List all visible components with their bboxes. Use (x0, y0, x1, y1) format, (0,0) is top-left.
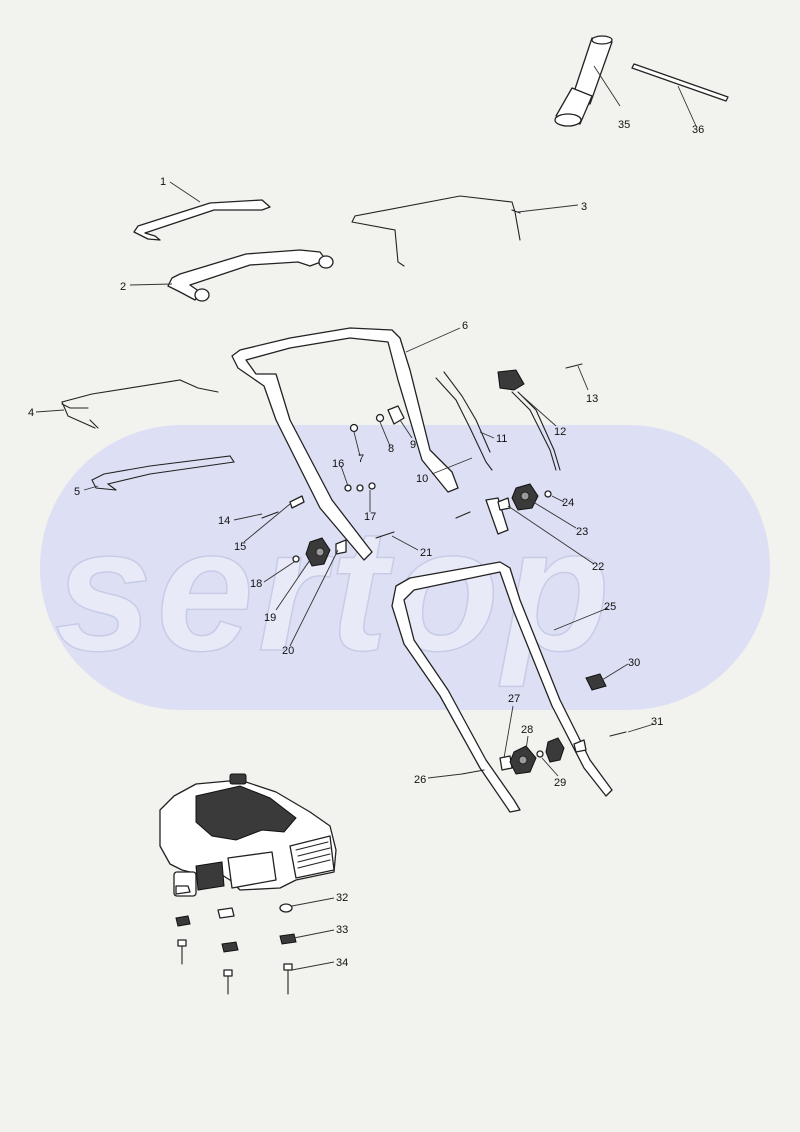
knob-3 (509, 745, 537, 775)
bolt-2 (375, 531, 395, 539)
callout-2: 2 (120, 281, 126, 293)
callout-36: 36 (692, 124, 704, 136)
watermark: sertop (40, 425, 770, 710)
knob-2 (511, 483, 539, 511)
callout-31: 31 (651, 716, 663, 728)
callout-3: 3 (581, 201, 587, 213)
callouts: 1 2 3 4 5 6 7 8 9 10 11 12 13 14 15 16 1… (28, 119, 704, 969)
callout-25: 25 (604, 601, 616, 613)
tommy-bar (631, 63, 729, 102)
callout-19: 19 (264, 612, 276, 624)
knob (305, 537, 331, 567)
callout-32: 32 (336, 892, 348, 904)
clip (387, 405, 405, 425)
bolt (261, 511, 279, 519)
bail-bar-lower (91, 455, 235, 491)
nut (349, 423, 359, 433)
throttle-lever (497, 369, 561, 471)
bolt-3 (455, 511, 471, 519)
callout-24: 24 (562, 497, 574, 509)
callout-17: 17 (364, 511, 376, 523)
spark-plug-wrench (554, 35, 613, 127)
callout-33: 33 (336, 924, 348, 936)
cable (435, 377, 493, 471)
callout-7: 7 (358, 453, 364, 465)
upper-handle (231, 327, 509, 561)
callout-1: 1 (160, 176, 166, 188)
callout-26: 26 (414, 774, 426, 786)
callout-28: 28 (521, 724, 533, 736)
cup-washer-4 (573, 739, 587, 753)
cable-2 (443, 371, 491, 453)
callout-5: 5 (74, 486, 80, 498)
callout-22: 22 (592, 561, 604, 573)
callout-35: 35 (618, 119, 630, 131)
callout-10: 10 (416, 473, 428, 485)
washer-2 (368, 482, 376, 490)
knob-4 (545, 737, 565, 763)
wire-bail (351, 195, 521, 267)
tubular-handle (167, 249, 334, 302)
callout-11: 11 (496, 433, 507, 445)
clip-2 (289, 495, 305, 509)
callout-6: 6 (462, 320, 468, 332)
callout-14: 14 (218, 515, 230, 527)
engine (159, 773, 337, 897)
callout-13: 13 (586, 393, 598, 405)
bail-bar-left (61, 379, 219, 429)
nut-3 (292, 555, 300, 563)
lower-handle (391, 561, 613, 813)
bolt-4 (461, 769, 485, 775)
callout-12: 12 (554, 426, 566, 438)
screw (565, 363, 583, 369)
nut-4 (544, 490, 552, 498)
callout-27: 27 (508, 693, 520, 705)
washer (375, 413, 385, 423)
callout-30: 30 (628, 657, 640, 669)
cup-washer (335, 539, 347, 555)
cable-guide (585, 673, 607, 691)
nut-5 (536, 750, 544, 758)
callout-18: 18 (250, 578, 262, 590)
cup-washer-2 (497, 497, 511, 511)
callout-21: 21 (420, 547, 432, 559)
callout-23: 23 (576, 526, 588, 538)
cup-washer-3 (499, 755, 513, 771)
callout-15: 15 (234, 541, 246, 553)
callout-4: 4 (28, 407, 34, 419)
handle-bar-small (133, 199, 271, 241)
callout-20: 20 (282, 645, 294, 657)
engine-fasteners (175, 885, 297, 995)
callout-16: 16 (332, 458, 344, 470)
callout-34: 34 (336, 957, 348, 969)
leader-lines (35, 65, 697, 971)
bolt-5 (609, 731, 627, 737)
nut-2 (356, 484, 364, 492)
callout-8: 8 (388, 443, 394, 455)
callout-9: 9 (410, 439, 416, 451)
callout-29: 29 (554, 777, 566, 789)
